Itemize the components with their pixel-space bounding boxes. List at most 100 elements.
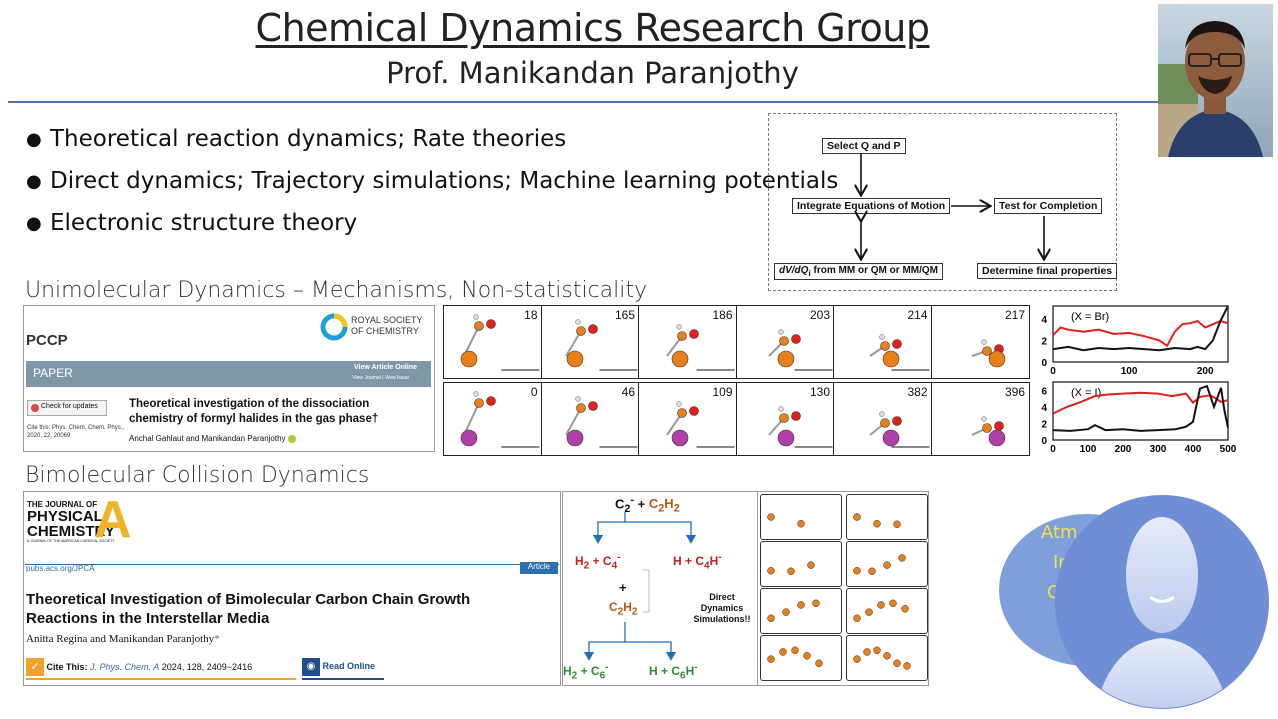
collision-snapshot <box>760 494 842 540</box>
reactant-a: C <box>615 496 625 512</box>
series-line <box>1052 319 1229 348</box>
flow-gradient-sub: i <box>808 268 811 278</box>
left-products: H2 + C4- <box>575 552 621 572</box>
jpca-logo-line3: CHEMISTRY <box>27 523 115 540</box>
snapshot-time-label: 18 <box>524 308 538 322</box>
panel-label: (X = I) <box>1071 387 1101 399</box>
right-product2-sup: - <box>718 552 722 563</box>
mid-product-sub: 2 <box>617 606 624 618</box>
reactant-b-sub: 2 <box>658 502 665 515</box>
left-product1-sub: 2 <box>583 560 590 572</box>
bullet-icon: ● <box>26 212 42 234</box>
molecule-snapshot <box>460 391 540 448</box>
collision-snapshot <box>846 635 928 681</box>
left-product2-sup: - <box>617 552 621 563</box>
collision-snapshot <box>760 541 842 587</box>
collision-snapshot <box>760 635 842 681</box>
carbon-chain-sketch <box>853 554 906 576</box>
view-journal-link[interactable]: View Journal | View Issue <box>352 375 409 381</box>
cite-line1: Cite this: Phys. Chem. Chem. Phys., <box>27 425 125 431</box>
y-tick-label: 4 <box>1041 315 1047 326</box>
bullet-icon: ● <box>26 128 42 150</box>
cite-line2: 2020, 22, 20069 <box>27 433 71 439</box>
bottom-right2-sup: - <box>694 662 698 673</box>
bimolecular-section-heading: Bimolecular Collision Dynamics <box>25 463 370 488</box>
bullet-text: Theoretical reaction dynamics; Rate theo… <box>50 126 567 152</box>
snapshot-frame: 186 <box>638 305 738 379</box>
flow-gradient-box: dV/dQi from MM or QM or MM/QM <box>774 263 943 280</box>
snapshot-time-label: 203 <box>809 308 830 322</box>
bullet-text: Electronic structure theory <box>50 210 358 236</box>
flow-gradient-label: dV/dQ <box>779 265 809 276</box>
avatar-icon <box>1055 495 1269 709</box>
view-online-link[interactable]: View Article Online <box>353 364 417 371</box>
molecule-snapshot <box>666 324 735 371</box>
presenter-avatar <box>1052 493 1272 711</box>
snapshot-time-label: 382 <box>907 385 928 399</box>
y-tick-label: 6 <box>1041 386 1047 397</box>
series-line <box>1052 305 1229 352</box>
x-tick-label: 400 <box>1185 444 1202 455</box>
reactant-b2-sub: 2 <box>673 502 680 515</box>
jpca-logo: THE JOURNAL OF PHYSICAL CHEMISTRY A JOUR… <box>27 500 115 543</box>
bottom-left-products: H2 + C6- <box>563 662 609 682</box>
collision-snapshot <box>846 494 928 540</box>
x-tick-label: 100 <box>1121 366 1138 377</box>
series-line <box>1052 384 1229 432</box>
snapshot-frame: 217 <box>930 305 1030 379</box>
carbon-chain-sketch <box>767 599 820 623</box>
left-product2-sub: 4 <box>611 560 618 572</box>
pccp-paper-card[interactable]: PCCP ROYAL SOCIETY OF CHEMISTRY PAPER Vi… <box>23 305 435 452</box>
bottom-left2-sub: 6 <box>599 670 606 682</box>
paper-type-label: PAPER <box>33 366 73 380</box>
jpca-url-link[interactable]: pubs.acs.org/JPCA <box>26 564 95 573</box>
cite-ref-link[interactable]: J. Phys. Chem. A <box>90 662 160 672</box>
direct-line2: Dynamics <box>700 603 744 613</box>
x-tick-label: 0 <box>1050 444 1056 455</box>
jpca-paper-card[interactable]: THE JOURNAL OF PHYSICAL CHEMISTRY A JOUR… <box>23 491 561 686</box>
list-item: ●Direct dynamics; Trajectory simulations… <box>26 160 838 202</box>
rsc-logo: ROYAL SOCIETY OF CHEMISTRY <box>320 312 430 346</box>
molecule-snapshot <box>971 339 1005 368</box>
x-tick-label: 200 <box>1197 366 1214 377</box>
snapshot-frame: 203 <box>735 305 835 379</box>
flow-arrows <box>769 154 1116 290</box>
paper1-title-line2: chemistry of formyl halides in the gas p… <box>129 413 379 425</box>
left-product2: C <box>602 554 612 568</box>
bottom-left2: C <box>590 664 600 678</box>
flow-select-box: Select Q and P <box>822 138 906 154</box>
snapshot-frame: 18 <box>443 305 543 379</box>
right-product2-rest: H <box>709 554 719 568</box>
bullet-text: Direct dynamics; Trajectory simulations;… <box>50 168 839 194</box>
cite-this-bar[interactable]: ✓ Cite This: J. Phys. Chem. A 2024, 128,… <box>26 658 296 680</box>
bubble-line1: Atm <box>1041 522 1078 543</box>
reactant-plus: + <box>637 496 646 512</box>
snapshot-frame: 0 <box>443 382 543 456</box>
list-item: ● Theoretical reaction dynamics; Rate the… <box>26 118 838 160</box>
flow-integrate-box: Integrate Equations of Motion <box>792 198 951 214</box>
check-updates-label: Check for updates <box>41 403 98 410</box>
carbon-chain-sketch <box>767 561 815 576</box>
carbon-chain-sketch <box>767 646 823 668</box>
x-tick-label: 200 <box>1115 444 1132 455</box>
rsc-logo-icon <box>320 313 348 341</box>
x-tick-label: 500 <box>1220 444 1237 455</box>
reactant-b: C <box>648 496 659 512</box>
y-tick-label: 0 <box>1041 436 1047 447</box>
mid-product: C2H2 <box>609 600 637 617</box>
left-product1: H <box>575 554 584 568</box>
cite-check-icon: ✓ <box>26 658 44 676</box>
right-product1: H <box>673 554 682 568</box>
check-updates-button[interactable]: Check for updates <box>27 400 107 416</box>
collision-trajectory-snapshots <box>757 491 929 686</box>
read-online-button[interactable]: ◉ Read Online <box>302 658 384 680</box>
snapshot-frame: 214 <box>833 305 933 379</box>
article-type-badge: Article <box>520 562 558 574</box>
bottom-right-products: H + C6H- <box>649 662 698 682</box>
molecule-snapshot <box>869 411 930 448</box>
carbon-chain-sketch <box>853 513 901 529</box>
plot-frame <box>1052 381 1229 441</box>
mid-product-h-sub: 2 <box>631 606 638 618</box>
